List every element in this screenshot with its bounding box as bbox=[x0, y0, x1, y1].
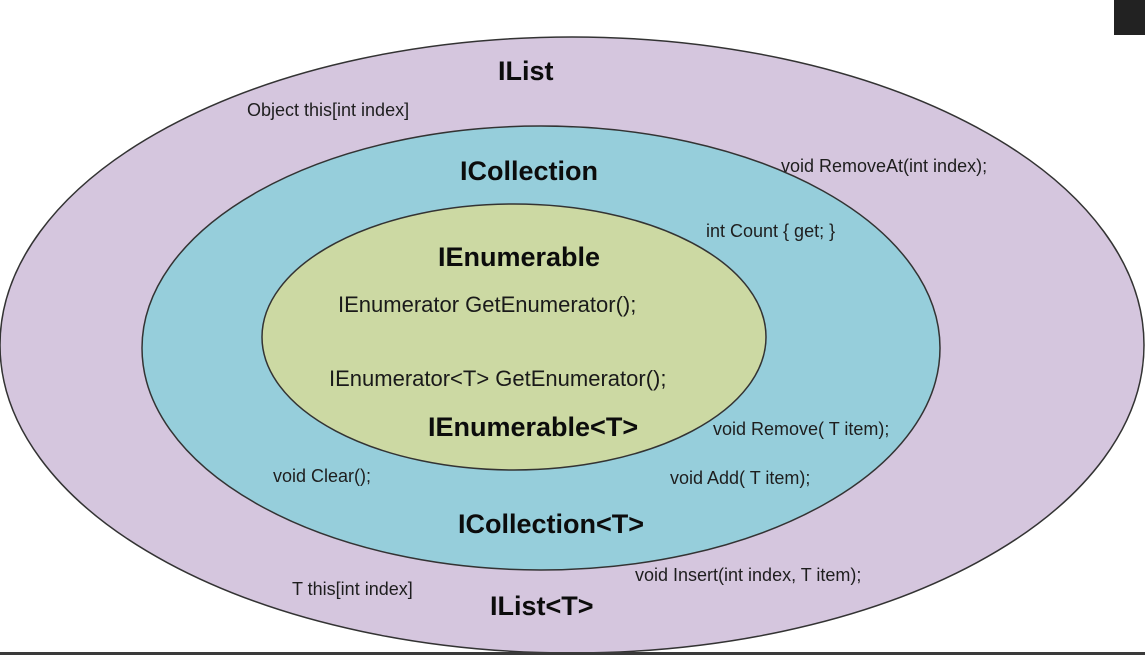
icollection-count: int Count { get; } bbox=[706, 221, 836, 241]
ienumerable-title: IEnumerable bbox=[438, 242, 601, 272]
ienumerable-get-enumerator: IEnumerator GetEnumerator(); bbox=[338, 292, 637, 317]
ienumerable-ellipse bbox=[261, 203, 767, 471]
ilist-insert: void Insert(int index, T item); bbox=[635, 565, 862, 585]
icollection-remove: void Remove( T item); bbox=[713, 419, 890, 439]
ienumerable-get-enumerator-generic: IEnumerator<T> GetEnumerator(); bbox=[329, 366, 667, 391]
icollection-clear: void Clear(); bbox=[273, 466, 372, 486]
ienumerable-generic-title: IEnumerable<T> bbox=[428, 412, 639, 442]
ilist-generic-title: IList<T> bbox=[490, 591, 594, 621]
ilist-indexer-generic: T this[int index] bbox=[292, 579, 413, 599]
ilist-remove-at: void RemoveAt(int index); bbox=[781, 156, 988, 176]
ilist-title: IList bbox=[498, 56, 554, 86]
ilist-indexer-object: Object this[int index] bbox=[247, 100, 410, 120]
bottom-divider bbox=[0, 652, 1145, 655]
icollection-generic-title: ICollection<T> bbox=[458, 509, 645, 539]
icollection-title: ICollection bbox=[460, 156, 599, 186]
icollection-add: void Add( T item); bbox=[670, 468, 811, 488]
corner-block bbox=[1114, 0, 1145, 35]
